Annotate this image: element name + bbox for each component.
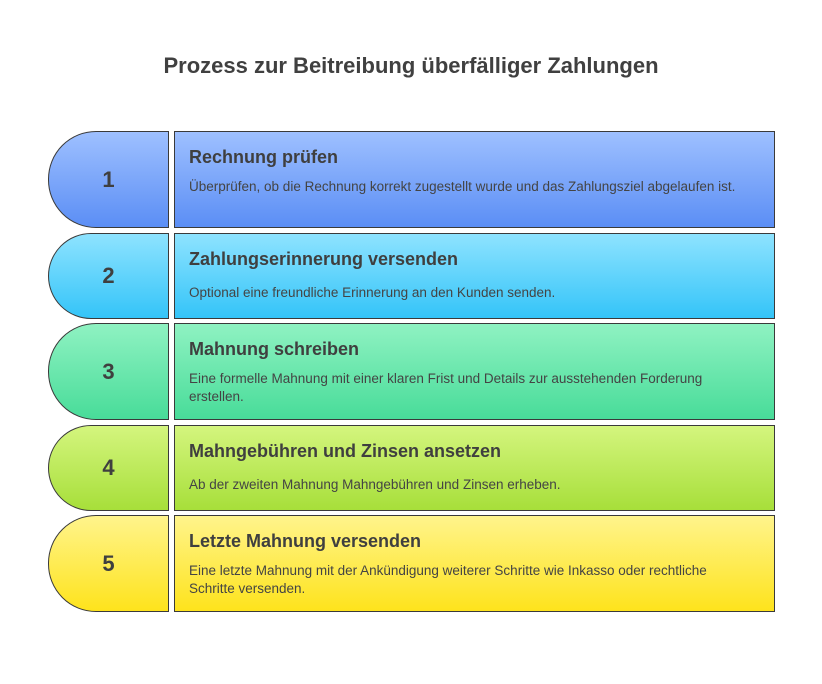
step-description: Optional eine freundliche Erinnerung an … [189, 285, 556, 300]
step-card: Mahngebühren und Zinsen ansetzen Ab der … [174, 425, 775, 511]
step-card: Mahnung schreiben Eine formelle Mahnung … [174, 323, 775, 420]
step-card: Letzte Mahnung versenden Eine letzte Mah… [174, 515, 775, 612]
step-description: Eine letzte Mahnung mit der Ankündigung … [189, 563, 707, 596]
step-description: Eine formelle Mahnung mit einer klaren F… [189, 371, 703, 404]
step-card: Zahlungserinnerung versenden Optional ei… [174, 233, 775, 319]
step-1: 1 Rechnung prüfen Überprüfen, ob die Rec… [48, 131, 775, 228]
step-5: 5 Letzte Mahnung versenden Eine letzte M… [48, 515, 775, 612]
step-card: Rechnung prüfen Überprüfen, ob die Rechn… [174, 131, 775, 228]
step-4: 4 Mahngebühren und Zinsen ansetzen Ab de… [48, 425, 775, 511]
step-heading: Zahlungserinnerung versenden [189, 249, 459, 269]
step-number-tab: 2 [48, 233, 169, 319]
step-description: Ab der zweiten Mahnung Mahngebühren und … [189, 477, 561, 492]
step-number-tab: 3 [48, 323, 169, 420]
step-heading: Mahngebühren und Zinsen ansetzen [189, 441, 502, 461]
step-heading: Letzte Mahnung versenden [189, 531, 422, 551]
step-heading: Mahnung schreiben [189, 339, 360, 359]
step-3: 3 Mahnung schreiben Eine formelle Mahnun… [48, 323, 775, 420]
step-number-tab: 4 [48, 425, 169, 511]
step-number-tab: 5 [48, 515, 169, 612]
page-title: Prozess zur Beitreibung überfälliger Zah… [163, 53, 659, 78]
step-2: 2 Zahlungserinnerung versenden Optional … [48, 233, 775, 319]
step-heading: Rechnung prüfen [189, 147, 338, 167]
step-number-tab: 1 [48, 131, 169, 228]
step-description: Überprüfen, ob die Rechnung korrekt zuge… [189, 179, 736, 194]
